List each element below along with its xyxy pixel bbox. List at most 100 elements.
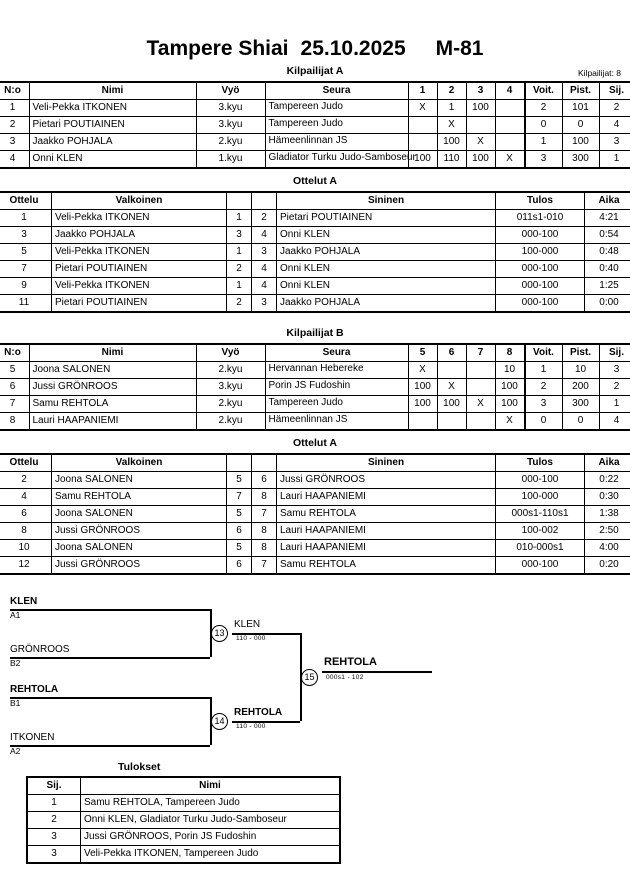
pool-col-0: N:o	[0, 81, 30, 100]
match-col-sininen: Sininen	[276, 453, 496, 472]
pool-cell-score: X	[407, 361, 438, 379]
pool-cell-score	[465, 116, 496, 134]
pool-cell-name: Pietari POUTIAINEN	[28, 116, 197, 134]
match-cell-blue: Lauri HAAPANIEMI	[276, 488, 496, 506]
bracket-match-number: 14	[211, 713, 228, 730]
match-col-aika: Aika	[584, 191, 630, 210]
pool-cell-wins: 3	[523, 150, 563, 169]
match-cell-white-no: 1	[226, 277, 252, 295]
match-cell-number: 11	[0, 294, 52, 313]
match-cell-white: Veli-Pekka ITKONEN	[51, 277, 227, 295]
match-cell-result: 000-100	[495, 277, 585, 295]
pool-cell-score: 100	[465, 150, 496, 169]
pool-cell-belt: 3.kyu	[195, 116, 266, 134]
match-col-valkoinen: Valkoinen	[51, 191, 227, 210]
match-cell-blue-no: 3	[251, 243, 277, 261]
match-cell-blue-no: 6	[251, 471, 277, 489]
bracket-entrant-seed: A2	[10, 746, 21, 756]
pool-a-title: Kilpailijat A	[286, 65, 344, 77]
pool-cell-wins: 3	[523, 395, 563, 413]
match-cell-white-no: 2	[226, 294, 252, 313]
bracket-match-number: 13	[211, 625, 228, 642]
pool-cell-score: 100	[465, 99, 496, 117]
match-cell-white-no: 2	[226, 260, 252, 278]
pool-cell-score	[407, 412, 438, 431]
match-cell-number: 9	[0, 277, 52, 295]
pool-cell-rank: 4	[598, 116, 630, 134]
event-name: Tampere Shiai	[146, 37, 289, 60]
match-cell-result: 000-100	[495, 260, 585, 278]
pool-cell-points: 100	[561, 133, 600, 151]
pool-col-6: 3	[465, 81, 496, 100]
match-col-tulos: Tulos	[495, 453, 585, 472]
bracket-entrant-name: GRÖNROOS	[10, 644, 70, 655]
pool-col-5: 2	[436, 81, 467, 100]
matches-b-title: Ottelut A	[293, 437, 337, 449]
match-cell-time: 0:48	[584, 243, 630, 261]
pool-col-2: Vyö	[195, 343, 266, 362]
pool-cell-score: 110	[436, 150, 467, 169]
pool-cell-belt: 3.kyu	[195, 378, 266, 396]
match-cell-white-no: 5	[226, 471, 252, 489]
match-cell-time: 4:21	[584, 209, 630, 227]
pool-cell-points: 101	[561, 99, 600, 117]
match-cell-number: 12	[0, 556, 52, 575]
pool-cell-club: Tampereen Judo	[264, 116, 409, 134]
match-cell-blue: Jussi GRÖNROOS	[276, 471, 496, 489]
match-cell-blue-no: 4	[251, 260, 277, 278]
match-cell-white: Jussi GRÖNROOS	[51, 556, 227, 575]
pool-cell-score: X	[494, 150, 525, 169]
match-cell-number: 7	[0, 260, 52, 278]
pool-col-7: 8	[494, 343, 525, 362]
pool-cell-score: X	[407, 99, 438, 117]
pool-cell-points: 10	[561, 361, 600, 379]
bracket-semifinal-score: 110 - 000	[236, 635, 266, 642]
pool-cell-club: Hämeenlinnan JS	[264, 133, 409, 151]
bracket-final-score: 000s1 - 102	[326, 674, 364, 681]
match-cell-result: 100-000	[495, 488, 585, 506]
match-cell-white: Pietari POUTIAINEN	[51, 294, 227, 313]
match-cell-blue-no: 8	[251, 539, 277, 557]
pool-cell-belt: 3.kyu	[195, 99, 266, 117]
pool-b-title: Kilpailijat B	[286, 327, 344, 339]
results-title: Tulokset	[118, 761, 161, 773]
match-cell-result: 100-000	[495, 243, 585, 261]
weight-category: M-81	[435, 37, 484, 60]
results-cell-rank: 1	[26, 794, 81, 812]
match-cell-time: 0:22	[584, 471, 630, 489]
pool-col-5: 6	[436, 343, 467, 362]
pool-cell-score: 100	[494, 378, 525, 396]
pool-cell-name: Samu REHTOLA	[28, 395, 197, 413]
match-cell-white: Joona SALONEN	[51, 539, 227, 557]
match-cell-time: 0:54	[584, 226, 630, 244]
match-cell-time: 1:38	[584, 505, 630, 523]
pool-col-3: Seura	[264, 343, 409, 362]
bracket-entrant-line	[10, 657, 210, 659]
match-cell-white: Jussi GRÖNROOS	[51, 522, 227, 540]
bracket-final-number: 15	[301, 669, 318, 686]
pool-cell-score: 100	[436, 133, 467, 151]
match-cell-blue-no: 8	[251, 488, 277, 506]
pool-cell-score: X	[494, 412, 525, 431]
match-cell-number: 1	[0, 209, 52, 227]
pool-cell-name: Lauri HAAPANIEMI	[28, 412, 197, 431]
match-col-ottelu: Ottelu	[0, 453, 52, 472]
